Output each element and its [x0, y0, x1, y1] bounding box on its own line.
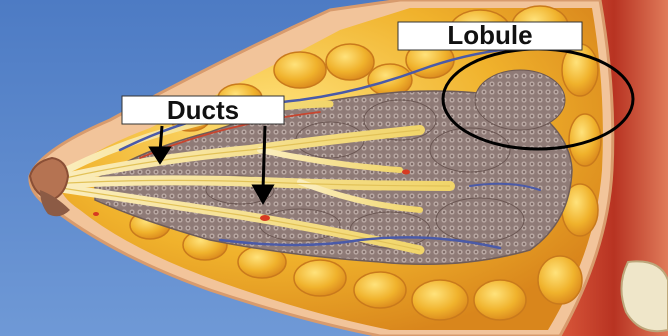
- lobule-label-text: Lobule: [447, 20, 532, 50]
- lobule-label: Lobule: [398, 20, 582, 50]
- ducts-label: Ducts: [122, 95, 284, 125]
- ducts-label-text: Ducts: [167, 95, 239, 125]
